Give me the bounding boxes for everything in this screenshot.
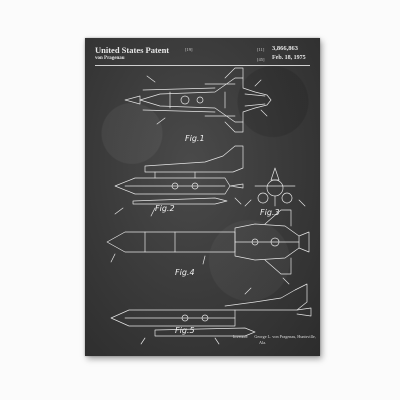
fig4-label: Fig.4 — [175, 268, 195, 277]
ref-code-11: [11] — [257, 47, 265, 52]
fig3-front-view-drawing — [244, 167, 306, 207]
inventor-label: Inventor: — [233, 334, 249, 339]
fig5-label: Fig.5 — [175, 326, 195, 335]
inventor-line2: Ala. — [259, 340, 267, 346]
fig5-stack-drawing — [110, 283, 312, 345]
patent-number: 3,866,863 — [272, 45, 298, 52]
patent-poster: United States Patent [19] von Pragenau [… — [85, 38, 320, 356]
inventor-short-name: von Pragenau — [95, 56, 125, 61]
fig1-label: Fig.1 — [185, 134, 205, 143]
header-divider — [95, 65, 310, 66]
fig1-shuttle-drawing — [124, 67, 272, 133]
fig3-label: Fig.3 — [260, 208, 280, 217]
inventor-line1: George L. von Pragenau, Huntsville, — [254, 334, 316, 339]
ref-code-19: [19] — [185, 47, 193, 52]
fig4-stack-drawing — [106, 209, 310, 285]
inventor-credit: Inventor: George L. von Pragenau, Huntsvi… — [233, 334, 316, 346]
fig2-stack-drawing — [114, 145, 244, 217]
patent-drawings — [106, 67, 312, 345]
fig2-label: Fig.2 — [155, 204, 175, 213]
ref-code-45: [45] — [257, 57, 265, 62]
patent-title: United States Patent — [95, 45, 170, 55]
patent-date: Feb. 18, 1975 — [272, 55, 306, 61]
